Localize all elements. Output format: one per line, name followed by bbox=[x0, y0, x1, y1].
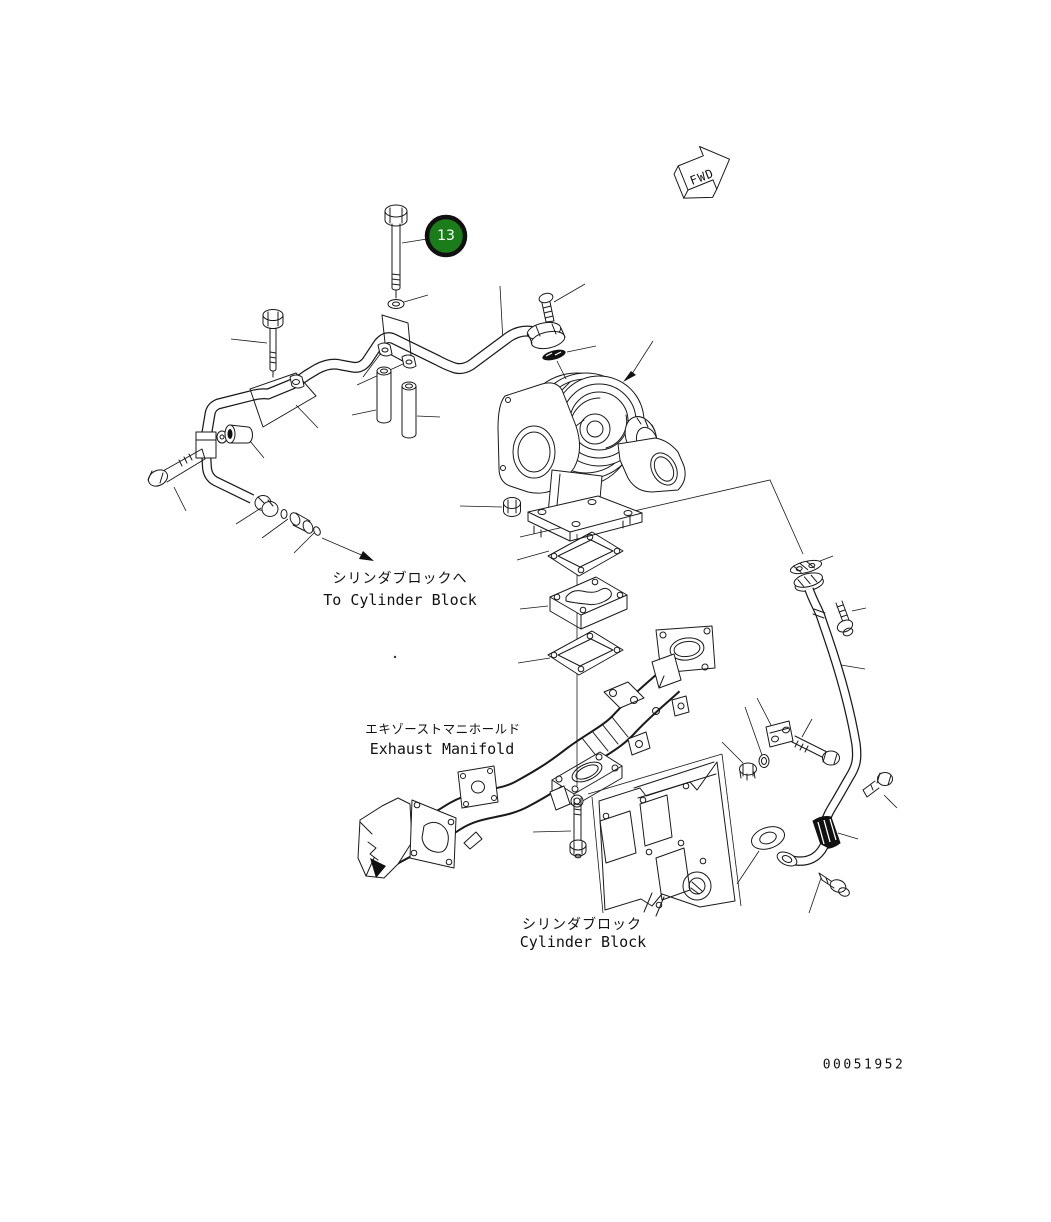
gasket-spacer-stack bbox=[516, 531, 628, 676]
bushing bbox=[224, 424, 265, 459]
fwd-arrow-icon bbox=[673, 146, 730, 199]
stud-bolt bbox=[532, 797, 587, 859]
exhaust-manifold-label-en: Exhaust Manifold bbox=[369, 740, 515, 758]
pipe-union-nut bbox=[526, 321, 566, 350]
cylinder-block-drawing bbox=[587, 753, 742, 917]
drain-flange bbox=[793, 572, 824, 592]
exhaust-manifold-label-jp: エキゾーストマニホールド bbox=[365, 721, 521, 737]
elbow-gasket bbox=[751, 826, 785, 850]
clamp-bolt bbox=[791, 718, 840, 766]
flange-nut bbox=[739, 762, 757, 781]
cylinder-block-label-jp: シリンダブロック bbox=[522, 917, 642, 933]
clamp-hardware-set bbox=[721, 697, 898, 914]
callout-balloon-13 bbox=[401, 214, 468, 258]
spacer-pins bbox=[351, 366, 441, 439]
mounting-bolt-13 bbox=[384, 204, 429, 309]
exhaust-manifold-drawing bbox=[357, 625, 716, 879]
oil-drain-tube-drawing bbox=[776, 555, 867, 867]
to-cylinder-block-label-jp: シリンダブロックへ bbox=[332, 571, 468, 587]
cylinder-block-label-en: Cylinder Block bbox=[519, 933, 647, 951]
to-cylinder-block-arrow bbox=[321, 537, 367, 558]
pipe-end-fitting bbox=[235, 495, 321, 554]
bolt-right bbox=[862, 772, 898, 809]
fitting-bolt bbox=[538, 283, 586, 323]
drain-gasket bbox=[789, 559, 823, 575]
turbocharger-drawing bbox=[459, 340, 686, 542]
turbo-mount-nut bbox=[503, 497, 521, 517]
drawing-number: 00051952 bbox=[822, 1057, 906, 1073]
mounting-bolt-2 bbox=[230, 309, 284, 378]
banjo-washer bbox=[542, 345, 597, 380]
elbow-bolt bbox=[808, 872, 850, 914]
drain-flange-bolt bbox=[835, 600, 867, 637]
to-cylinder-block-label-en: To Cylinder Block bbox=[323, 591, 477, 609]
pipe-bolt-left bbox=[147, 448, 206, 512]
clamp-plate-1 bbox=[249, 372, 317, 428]
oil-supply-pipe-drawing bbox=[147, 283, 597, 561]
callout-number: 13 bbox=[437, 228, 455, 244]
